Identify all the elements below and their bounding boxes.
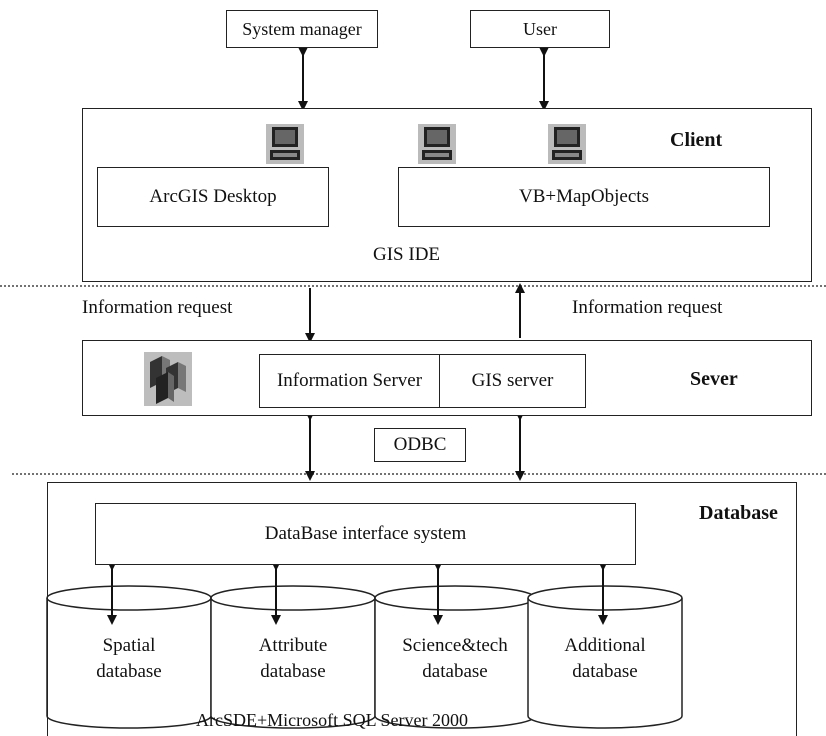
cylinder-label-line1: Science&tech <box>402 635 508 656</box>
cylinder-attribute-label: Attribute database <box>213 633 373 685</box>
odbc-box: ODBC <box>374 428 466 462</box>
cylinder-science-tech <box>374 585 536 729</box>
user-box: User <box>470 10 610 48</box>
cylinder-spatial <box>46 585 212 729</box>
cylinder-label-line2: database <box>260 661 326 682</box>
system-manager-label: System manager <box>242 18 362 39</box>
database-title: Database <box>699 502 778 524</box>
cylinder-label-line2: database <box>572 661 638 682</box>
cylinder-label-line2: database <box>96 661 162 682</box>
cylinder-label-line1: Spatial <box>102 635 156 656</box>
database-box <box>47 482 797 736</box>
database-interface-box: DataBase interface system <box>95 503 636 565</box>
cylinder-science-tech-label: Science&tech database <box>375 633 535 685</box>
odbc-label: ODBC <box>393 434 447 455</box>
computer-icon <box>548 124 586 164</box>
information-server-label: Information Server <box>276 370 423 391</box>
cylinder-additional-label: Additional database <box>525 633 685 685</box>
gis-server-label: GIS server <box>471 370 554 391</box>
database-interface-label: DataBase interface system <box>264 523 467 544</box>
cylinder-additional <box>527 585 683 729</box>
gis-server-box: GIS server <box>439 354 586 408</box>
cylinder-label-line1: Attribute <box>258 635 328 656</box>
server-title: Sever <box>690 368 738 390</box>
arcgis-desktop-label: ArcGIS Desktop <box>149 186 277 207</box>
system-manager-box: System manager <box>226 10 378 48</box>
information-request-right: Information request <box>572 297 723 318</box>
database-footer: ArcSDE+Microsoft SQL Server 2000 <box>196 710 468 730</box>
vb-mapobjects-label: VB+MapObjects <box>519 186 649 207</box>
cylinder-label-line2: database <box>422 661 488 682</box>
computer-icon <box>266 124 304 164</box>
gis-ide-label: GIS IDE <box>373 244 441 265</box>
server-cluster-icon <box>144 352 192 406</box>
user-label: User <box>523 18 557 39</box>
information-request-left: Information request <box>82 297 233 318</box>
cylinder-spatial-label: Spatial database <box>49 633 209 685</box>
arcgis-desktop-box: ArcGIS Desktop <box>97 167 329 227</box>
client-title: Client <box>670 129 723 151</box>
computer-icon <box>418 124 456 164</box>
cylinder-attribute <box>210 585 376 729</box>
vb-mapobjects-box: VB+MapObjects <box>398 167 770 227</box>
information-server-box: Information Server <box>259 354 440 408</box>
cylinder-label-line1: Additional <box>564 635 646 656</box>
